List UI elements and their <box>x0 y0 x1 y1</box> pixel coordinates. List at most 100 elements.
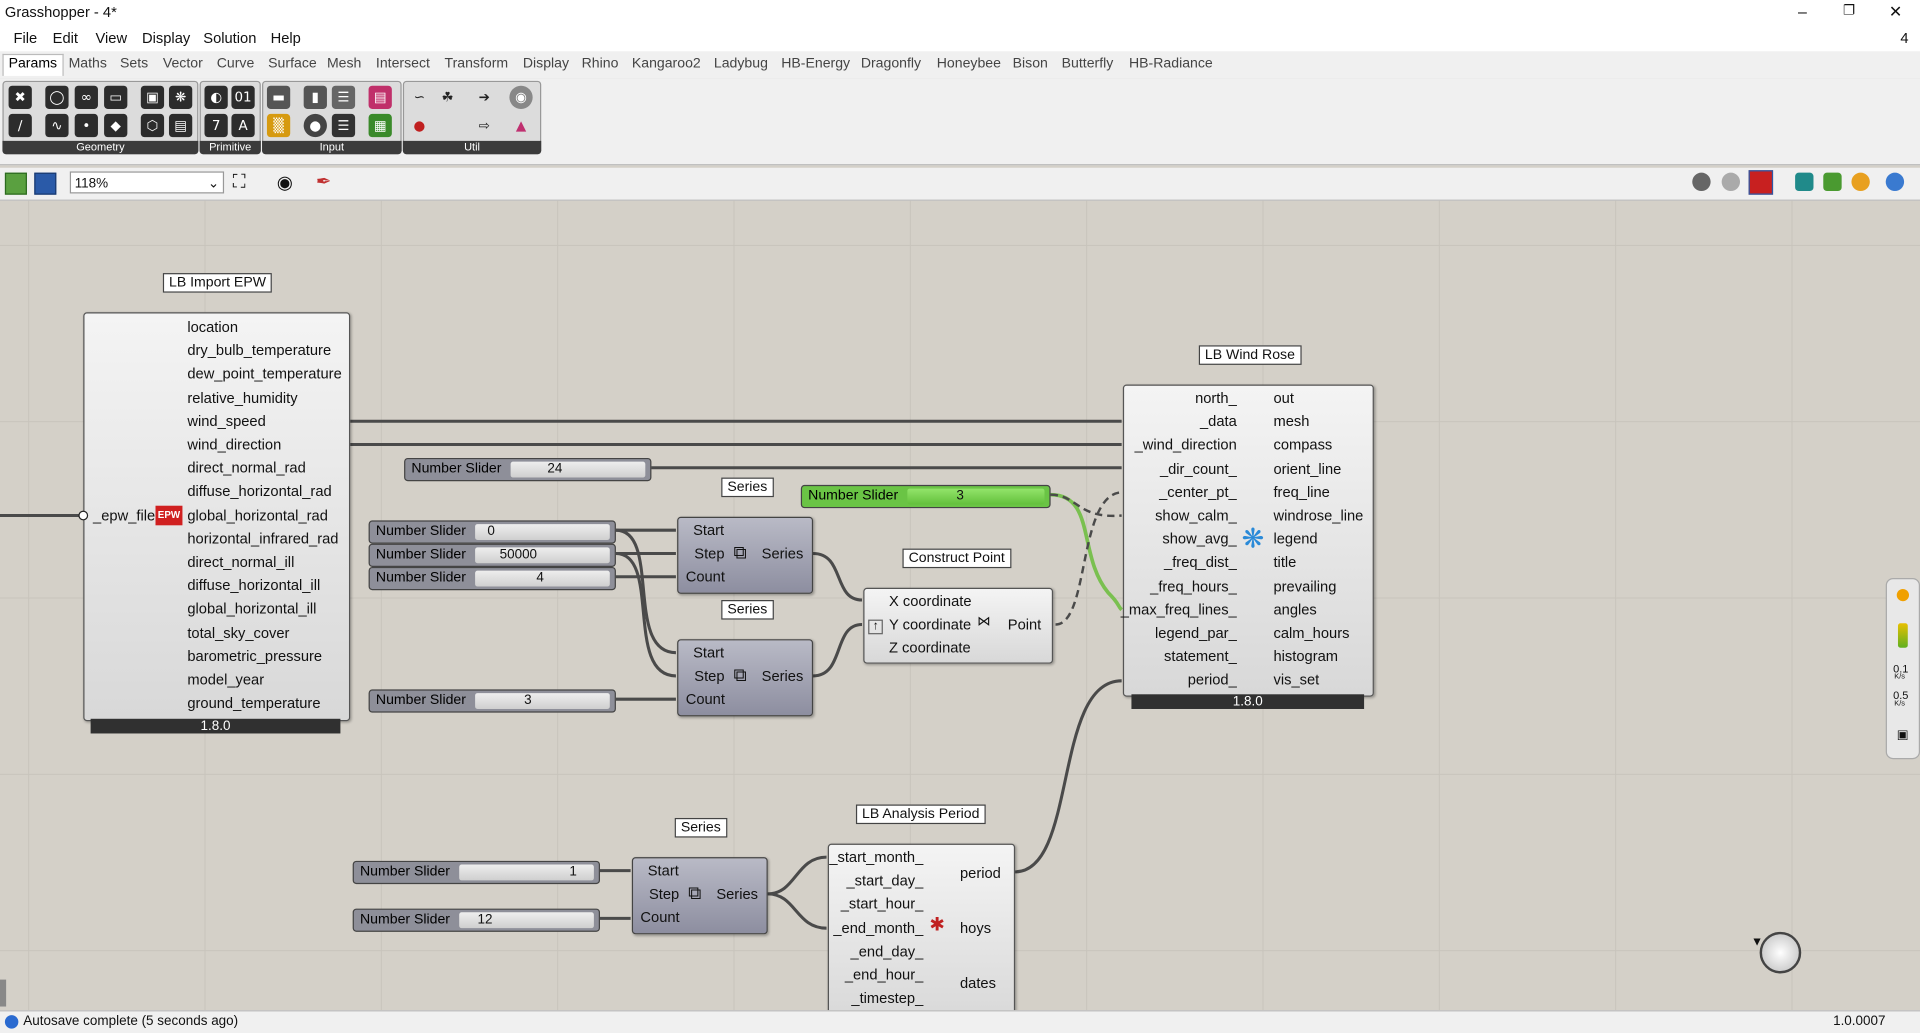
tab-dragonfly[interactable]: Dragonfly <box>860 56 922 72</box>
z-coordinate-input[interactable]: Z coordinate <box>888 639 971 657</box>
series-b-title[interactable]: Series <box>721 600 774 620</box>
wind-rose-input-5[interactable]: show_calm_ <box>1155 506 1237 525</box>
value-list-icon[interactable]: ☰ <box>331 113 356 138</box>
menu-solution[interactable]: Solution <box>203 29 257 47</box>
solver-icon[interactable] <box>1851 172 1870 192</box>
epw-file-input[interactable]: _epw_file <box>93 506 156 525</box>
import-epw-title[interactable]: LB Import EPW <box>162 273 273 293</box>
menu-file[interactable]: File <box>13 29 38 47</box>
epw-output-5[interactable]: wind_direction <box>187 435 282 454</box>
tab-transform[interactable]: Transform <box>444 56 509 72</box>
profiler-widget[interactable]: 0.1 K/s 0.5 K/s ▣ <box>1885 577 1920 760</box>
close-icon[interactable]: ✕ <box>1888 2 1903 21</box>
series-a-start-input[interactable]: Start <box>693 521 725 539</box>
analysis-period-input-5[interactable]: _end_hour_ <box>844 966 924 984</box>
epw-output-2[interactable]: dew_point_temperature <box>187 365 342 383</box>
hoys-output[interactable]: hoys <box>960 919 992 937</box>
slider-count[interactable]: Number Slider 4 <box>368 566 616 591</box>
epw-output-11[interactable]: diffuse_horizontal_ill <box>187 576 321 595</box>
panel-icon[interactable]: ☰ <box>331 85 356 109</box>
epw-output-16[interactable]: ground_temperature <box>187 694 321 712</box>
data-dam-icon[interactable]: ⇨ <box>478 117 490 134</box>
epw-file-port[interactable] <box>78 510 89 521</box>
preview-eye-icon[interactable]: ◉ <box>276 172 293 194</box>
wind-rose-input-12[interactable]: period_ <box>1187 671 1237 689</box>
slider-start[interactable]: Number Slider 0 <box>368 520 616 544</box>
epw-output-13[interactable]: total_sky_cover <box>187 623 290 642</box>
wind-rose-title[interactable]: LB Wind Rose <box>1198 345 1302 365</box>
slider-start-month[interactable]: Number Slider 1 <box>352 860 601 885</box>
point-output[interactable]: Point <box>1007 615 1042 634</box>
wind-rose-output-0[interactable]: out <box>1273 389 1294 407</box>
restore-icon[interactable]: ❐ <box>1842 3 1856 19</box>
epw-output-4[interactable]: wind_speed <box>187 412 266 430</box>
preview-shaded-icon[interactable] <box>1721 172 1741 192</box>
wind-rose-input-4[interactable]: _center_pt_ <box>1159 483 1237 501</box>
series-b-step-input[interactable]: Step <box>694 667 725 685</box>
tab-hb-energy[interactable]: HB-Energy <box>781 56 851 72</box>
wind-rose-output-5[interactable]: windrose_line <box>1273 506 1364 525</box>
zoom-extents-icon[interactable]: ⛶ <box>232 171 246 193</box>
analysis-period-input-2[interactable]: _start_hour_ <box>840 895 924 913</box>
wind-rose-input-8[interactable]: _freq_hours_ <box>1150 577 1237 595</box>
preview-wireframe-icon[interactable] <box>1692 172 1711 192</box>
gradient-icon[interactable]: ▤ <box>368 85 392 109</box>
vertical-scrollbar[interactable] <box>0 979 7 1007</box>
series-a-count-input[interactable]: Count <box>685 568 725 586</box>
wind-rose-input-3[interactable]: _dir_count_ <box>1159 459 1237 478</box>
tab-vector[interactable]: Vector <box>162 56 203 72</box>
tab-hb-radiance[interactable]: HB-Radiance <box>1128 56 1213 72</box>
wind-rose-output-8[interactable]: prevailing <box>1273 577 1337 595</box>
x-coordinate-input[interactable]: X coordinate <box>888 592 972 610</box>
tab-honeybee[interactable]: Honeybee <box>936 56 1001 72</box>
wind-rose-output-4[interactable]: freq_line <box>1273 483 1330 501</box>
tab-bison[interactable]: Bison <box>1012 56 1048 72</box>
series-a-step-input[interactable]: Step <box>694 544 725 563</box>
construct-point-title[interactable]: Construct Point <box>902 548 1011 569</box>
number-slider-icon[interactable]: ▬ <box>266 85 291 109</box>
save-file-icon[interactable] <box>34 172 57 195</box>
analysis-period-input-4[interactable]: _end_day_ <box>850 942 924 960</box>
series-a-title[interactable]: Series <box>721 477 774 498</box>
arrow-icon[interactable]: ➔ <box>478 89 490 106</box>
open-file-icon[interactable] <box>4 172 27 195</box>
tab-curve[interactable]: Curve <box>216 56 255 72</box>
color-swatch-icon[interactable]: ▦ <box>368 113 392 138</box>
mesh-quality-icon[interactable] <box>1823 172 1842 192</box>
wind-rose-output-1[interactable]: mesh <box>1273 412 1310 431</box>
epw-output-3[interactable]: relative_humidity <box>187 388 298 407</box>
group-param-icon[interactable]: ∿ <box>45 113 69 138</box>
epw-output-6[interactable]: direct_normal_rad <box>187 459 306 477</box>
tab-params[interactable]: Params <box>2 53 64 76</box>
field-param-icon[interactable]: ❋ <box>168 85 193 109</box>
mesh-param-icon[interactable]: ▣ <box>140 85 165 109</box>
relay-icon[interactable]: ∽ <box>413 89 426 106</box>
epw-output-8[interactable]: global_horizontal_rad <box>187 506 328 524</box>
menu-help[interactable]: Help <box>270 29 301 47</box>
circle-param-icon[interactable]: ◯ <box>45 85 69 109</box>
epw-output-12[interactable]: global_horizontal_ill <box>187 600 317 618</box>
analysis-period-input-6[interactable]: _timestep_ <box>851 989 924 1007</box>
tab-intersect[interactable]: Intersect <box>375 56 430 72</box>
navigation-compass-icon[interactable] <box>1759 931 1802 974</box>
tab-surface[interactable]: Surface <box>268 56 317 72</box>
globe-icon[interactable] <box>1885 172 1905 192</box>
analysis-period-input-3[interactable]: _end_month_ <box>833 919 924 937</box>
analysis-period-input-0[interactable]: _start_month_ <box>829 848 924 866</box>
construct-point-component[interactable]: X coordinate ↑ Y coordinate Z coordinate… <box>863 587 1054 664</box>
tab-mesh[interactable]: Mesh <box>326 56 362 72</box>
series-b-output[interactable]: Series <box>761 667 804 685</box>
wind-rose-output-7[interactable]: title <box>1273 553 1297 572</box>
dates-output[interactable]: dates <box>960 974 996 992</box>
wind-rose-input-6[interactable]: show_avg_ <box>1162 530 1237 548</box>
wind-rose-output-3[interactable]: orient_line <box>1273 459 1342 478</box>
series-c-title[interactable]: Series <box>674 817 727 838</box>
slider-track[interactable]: 3 <box>475 693 610 709</box>
galapagos-icon[interactable]: ◉ <box>509 85 533 109</box>
epw-output-15[interactable]: model_year <box>187 671 265 689</box>
wind-rose-input-7[interactable]: _freq_dist_ <box>1164 553 1237 572</box>
surface-param-icon[interactable]: ◆ <box>104 113 128 138</box>
analysis-period-component[interactable]: _start_month__start_day__start_hour__end… <box>827 843 1016 1011</box>
number-param-icon[interactable]: 7 <box>204 113 228 138</box>
